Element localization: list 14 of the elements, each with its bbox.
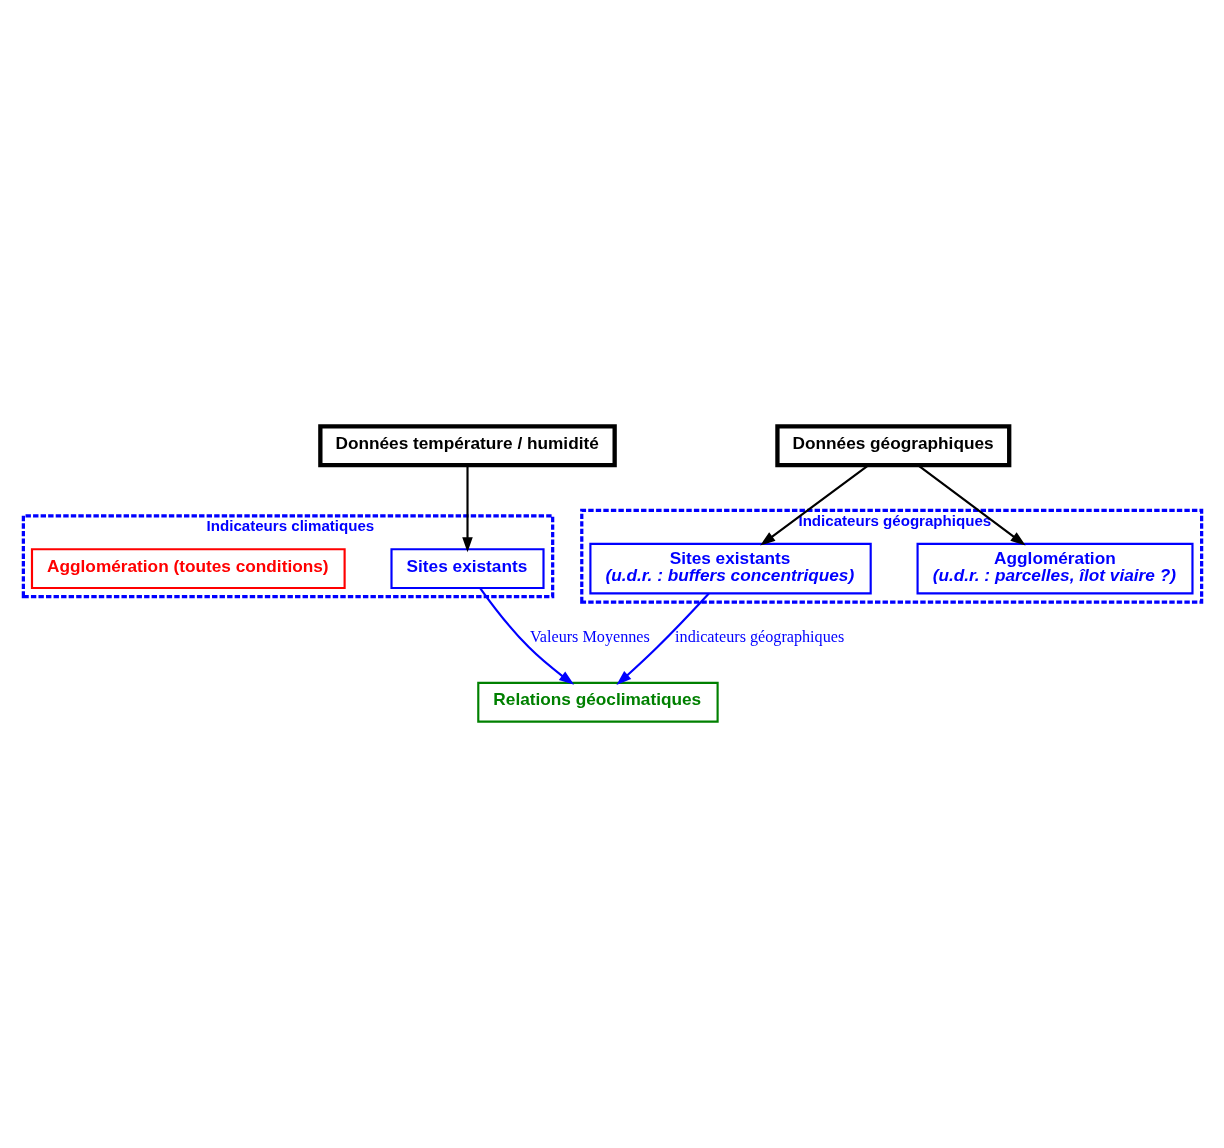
node-box: Agglomération (u.d.r. : parcelles, îlot viaire ?): [916, 542, 1194, 595]
node-box: Sites existants: [389, 548, 545, 590]
edge-label: Valeurs Moyennes: [529, 627, 650, 645]
arrow: [478, 587, 574, 685]
node-box: Données géographiques: [774, 424, 1011, 468]
node-box: Relations géoclimatiques: [476, 681, 719, 723]
arrow: [615, 592, 710, 686]
arrow: [461, 465, 473, 553]
node-box: Données température / humidité: [317, 424, 617, 468]
arrow: [759, 464, 869, 546]
edge-label: indicateurs géographiques: [674, 627, 844, 645]
node-box: Sites existants (u.d.r. : buffers concentriques): [588, 542, 872, 595]
node-box: Agglomération (toutes conditions): [30, 548, 346, 590]
arrow: [916, 464, 1026, 546]
